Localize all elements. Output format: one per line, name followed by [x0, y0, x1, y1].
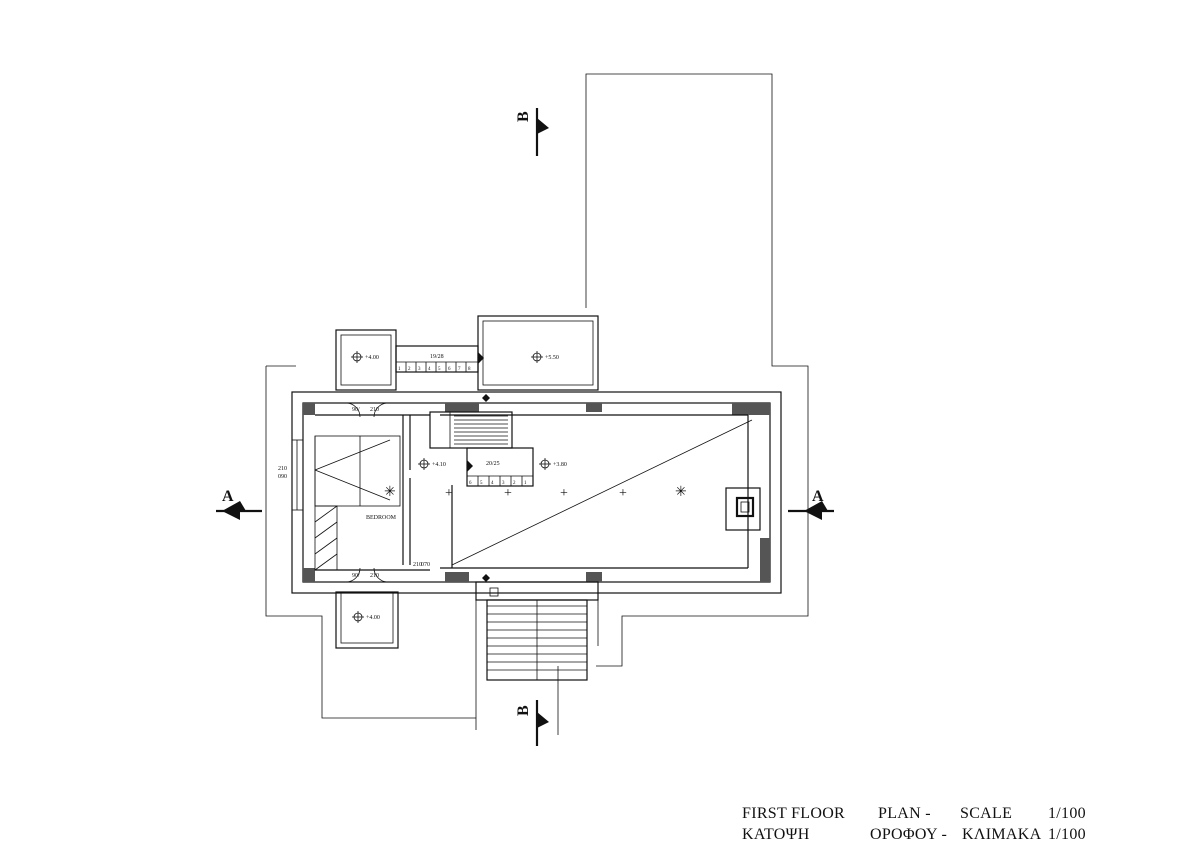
section-marker-b-top: B	[515, 108, 549, 156]
stair-ratio-inner: 20/25	[486, 461, 500, 467]
svg-text:+: +	[445, 486, 453, 501]
stair-step-number: 1	[524, 481, 527, 486]
level-label: +3.80	[553, 462, 567, 468]
title-row-english: FIRST FLOOR PLAN - SCALE 1/100	[742, 803, 1102, 824]
stair-step-number: 5	[438, 367, 441, 372]
wall-hatch	[445, 403, 479, 412]
wall-hatch	[303, 568, 315, 582]
stair-step-number: 7	[458, 367, 461, 372]
title-gr-klimaka: ΚΛΙΜΑΚΑ	[962, 826, 1042, 843]
section-marker-a-right: A	[788, 488, 834, 520]
interior-stair	[429, 411, 534, 487]
stair-step-number: 5	[480, 481, 483, 486]
drawing-title-block: FIRST FLOOR PLAN - SCALE 1/100 ΚΑΤΟΨΗ ΟΡ…	[742, 803, 1102, 845]
fireplace-icon	[725, 487, 761, 531]
section-label: A	[812, 488, 824, 505]
section-marker-b-bottom: B	[515, 700, 549, 746]
window-label-west-sill: 090	[278, 474, 287, 480]
light-fixture-icons: ✳ ✳ + + + +	[384, 485, 687, 501]
window-label-west-height: 210	[278, 466, 287, 472]
title-en-scale: SCALE	[960, 805, 1013, 822]
wall-hatch	[586, 572, 602, 582]
exterior-stair-top	[395, 345, 484, 373]
window-label-mid-height: 210	[413, 562, 422, 568]
title-en-scale-value: 1/100	[1048, 805, 1086, 822]
door-label-bottom-height: 210	[370, 573, 379, 579]
level-label: +4.00	[366, 615, 380, 621]
stair-step-number: 4	[491, 481, 494, 486]
wall-hatch	[445, 572, 469, 582]
building-walls	[291, 391, 782, 594]
level-marker-balcony-nw: +4.00	[351, 351, 379, 363]
stair-step-number: 2	[513, 481, 516, 486]
exterior-stair-bottom	[475, 581, 599, 718]
window-west	[291, 439, 304, 511]
title-gr-orofou: ΟΡΟΦΟΥ -	[870, 826, 948, 843]
room-label-bedroom: BEDROOM	[366, 515, 397, 521]
level-marker-living: +3.80	[539, 458, 567, 470]
wall-hatch	[586, 403, 602, 412]
door-label-top-width: 90/	[352, 407, 360, 413]
door-top	[345, 402, 389, 418]
section-marker-a-left: A	[216, 488, 262, 520]
door-label-bottom-width: 90/	[352, 573, 360, 579]
section-label: B	[515, 111, 532, 122]
stair-step-number: 3	[418, 367, 421, 372]
stair-step-number: 3	[502, 481, 505, 486]
level-label: +5.50	[545, 355, 559, 361]
svg-text:✳: ✳	[675, 485, 687, 500]
wall-hatch	[732, 403, 770, 415]
stair-step-number: 1	[398, 367, 401, 372]
balcony-southwest	[335, 591, 399, 649]
level-label: +4.10	[432, 462, 446, 468]
level-label: +4.00	[365, 355, 379, 361]
title-gr-katopsi: ΚΑΤΟΨΗ	[742, 826, 810, 843]
stair-step-number: 4	[428, 367, 431, 372]
svg-text:+: +	[560, 486, 568, 501]
title-row-greek: ΚΑΤΟΨΗ ΟΡΟΦΟΥ - ΚΛΙΜΑΚΑ 1/100	[742, 824, 1102, 845]
svg-text:+: +	[619, 486, 627, 501]
door-bottom	[345, 567, 389, 583]
stair-ratio-upper: 19/28	[430, 354, 444, 360]
level-marker-bedroom: +4.10	[418, 458, 446, 470]
wall-hatch	[303, 403, 315, 415]
stair-step-number: 8	[468, 367, 471, 372]
title-en-first-floor: FIRST FLOOR	[742, 805, 846, 822]
stair-step-number: 6	[469, 481, 472, 486]
level-marker-balcony-sw: +4.00	[352, 611, 380, 623]
section-label: A	[222, 488, 234, 505]
wall-hatch	[760, 538, 770, 582]
title-gr-scale-value: 1/100	[1048, 826, 1086, 843]
stair-step-numbers-inner: 6 5 4 3 2 1	[469, 481, 527, 486]
svg-text:+: +	[504, 486, 512, 501]
stair-step-number: 6	[448, 367, 451, 372]
site-outline	[265, 73, 809, 735]
stair-step-number: 2	[408, 367, 411, 372]
title-en-plan: PLAN -	[878, 805, 931, 822]
window-label-mid-sill: 070	[421, 562, 430, 568]
level-marker-balcony-ne: +5.50	[531, 351, 559, 363]
door-label-top-height: 210	[370, 407, 379, 413]
svg-text:✳: ✳	[384, 485, 396, 500]
section-label: B	[515, 705, 532, 716]
bedroom-furniture	[314, 435, 401, 571]
stair-step-numbers-upper: 1 2 3 4 5 6 7 8	[398, 367, 471, 372]
